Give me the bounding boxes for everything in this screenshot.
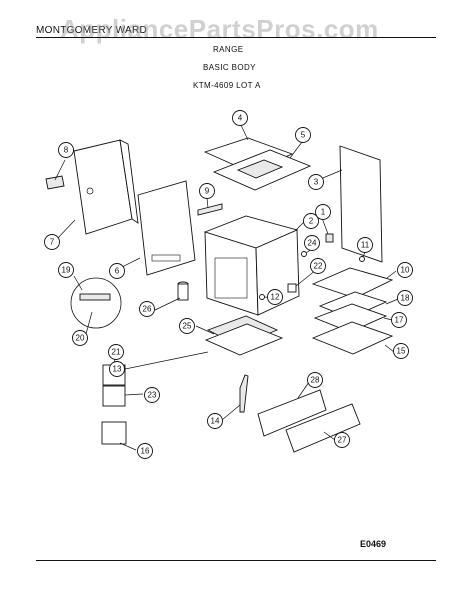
product-title: RANGE — [213, 45, 244, 54]
part-22-drawing — [287, 283, 297, 293]
svg-text:6: 6 — [115, 267, 120, 276]
callout-11: 11 — [357, 237, 373, 253]
callout-23: 23 — [144, 387, 160, 403]
callout-21: 21 — [108, 344, 124, 360]
part-26-drawing — [177, 283, 189, 301]
part-15-drawing — [311, 321, 394, 355]
part-3-drawing — [339, 145, 383, 263]
svg-text:4: 4 — [238, 114, 243, 123]
callout-20: 20 — [72, 330, 88, 346]
callout-1: 1 — [315, 204, 331, 220]
section-title: BASIC BODY — [203, 63, 256, 72]
svg-text:13: 13 — [113, 365, 122, 374]
callout-28: 28 — [307, 372, 323, 388]
callout-22: 22 — [310, 258, 326, 274]
svg-text:5: 5 — [301, 131, 306, 140]
svg-text:19: 19 — [62, 266, 71, 275]
part-11-drawing — [359, 256, 365, 262]
part-28-drawing — [257, 389, 327, 437]
footer-rule — [36, 560, 436, 561]
svg-text:15: 15 — [397, 347, 406, 356]
callout-17: 17 — [391, 312, 407, 328]
callout-3: 3 — [308, 174, 324, 190]
svg-text:14: 14 — [211, 417, 220, 426]
brand-title: MONTGOMERY WARD — [36, 25, 147, 36]
svg-text:9: 9 — [205, 187, 210, 196]
part-14-drawing — [239, 374, 249, 413]
part-27-drawing — [285, 403, 361, 453]
svg-text:22: 22 — [314, 262, 323, 271]
callout-15: 15 — [393, 343, 409, 359]
svg-text:1: 1 — [321, 208, 326, 217]
part-23-drawing — [102, 385, 126, 407]
svg-text:21: 21 — [112, 348, 121, 357]
svg-text:28: 28 — [311, 376, 320, 385]
callout-27: 27 — [334, 432, 350, 448]
part-5-window — [236, 159, 284, 179]
watermark: AppliancePartsPros.com — [60, 14, 379, 44]
part-19-drawing — [79, 293, 111, 301]
part-10-drawing — [311, 267, 394, 299]
part-6-drawing — [137, 180, 196, 276]
svg-text:10: 10 — [401, 266, 410, 275]
callout-12: 12 — [267, 289, 283, 305]
svg-text:3: 3 — [314, 178, 319, 187]
part-8-drawing — [45, 175, 65, 190]
callout-6: 6 — [109, 263, 125, 279]
callout-14: 14 — [207, 413, 223, 429]
svg-text:27: 27 — [338, 436, 347, 445]
svg-text:8: 8 — [64, 146, 69, 155]
svg-text:25: 25 — [183, 322, 192, 331]
callout-9: 9 — [199, 183, 215, 199]
svg-text:7: 7 — [50, 238, 55, 247]
callout-19: 19 — [58, 262, 74, 278]
svg-text:17: 17 — [395, 316, 404, 325]
svg-text:24: 24 — [308, 239, 317, 248]
callout-7: 7 — [44, 234, 60, 250]
part-2-side — [255, 229, 300, 316]
svg-text:18: 18 — [401, 294, 410, 303]
svg-text:23: 23 — [148, 391, 157, 400]
callout-2: 2 — [303, 213, 319, 229]
callout-5: 5 — [295, 127, 311, 143]
diagram-code: E0469 — [360, 539, 387, 549]
callout-24: 24 — [304, 235, 320, 251]
callout-4: 4 — [232, 110, 248, 126]
svg-text:20: 20 — [76, 334, 85, 343]
part-7-side — [119, 139, 139, 224]
header-rule — [36, 37, 436, 38]
part-16-drawing — [101, 421, 127, 445]
svg-text:11: 11 — [361, 241, 370, 250]
callout-8: 8 — [58, 142, 74, 158]
detail-19-20-bubble — [70, 277, 122, 329]
callout-26: 26 — [139, 301, 155, 317]
callout-18: 18 — [397, 290, 413, 306]
part-1-drawing — [325, 233, 334, 243]
callout-25: 25 — [179, 318, 195, 334]
callout-16: 16 — [137, 443, 153, 459]
svg-text:12: 12 — [271, 293, 280, 302]
part-12-drawing — [259, 294, 265, 300]
part-13-drawing — [204, 323, 284, 356]
callout-10: 10 — [397, 262, 413, 278]
svg-text:16: 16 — [141, 447, 150, 456]
part-24-drawing — [301, 251, 307, 257]
model-lot: KTM-4609 LOT A — [193, 81, 261, 90]
svg-text:2: 2 — [309, 217, 314, 226]
svg-text:26: 26 — [143, 305, 152, 314]
part-9-drawing — [197, 203, 223, 216]
callout-13: 13 — [109, 361, 125, 377]
